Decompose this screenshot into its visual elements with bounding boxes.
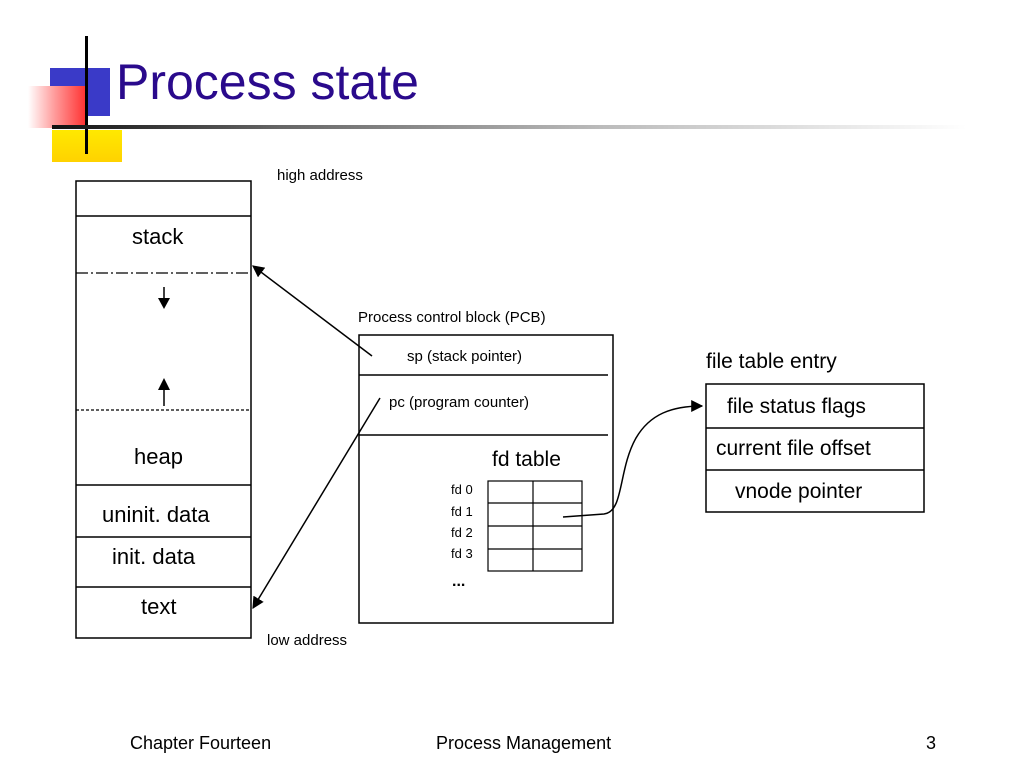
pcb-sp-field: sp (stack pointer) [407,348,523,365]
fd-table-ellipsis: ... [452,573,466,590]
file-table-entry-box [705,383,925,513]
fd-row-label: fd 3 [451,546,473,561]
fd-row-label: fd 2 [451,525,473,540]
init-data-segment-label: init. data [112,544,196,569]
fd-table-grid [487,480,583,572]
file-table-entry-title: file table entry [706,350,837,373]
uninit-data-segment-label: uninit. data [102,502,210,527]
stack-segment-label: stack [132,224,184,249]
heap-segment-label: heap [134,444,183,469]
slide-title: Process state [116,54,419,110]
pcb-pc-field: pc (program counter) [389,394,530,411]
fd-row-label: fd 1 [451,504,473,519]
pcb-box [358,334,614,624]
pcb-title: Process control block (PCB) [358,309,546,326]
file-status-flags-label: file status flags [727,395,866,418]
low-address-label: low address [267,632,348,649]
text-segment-label: text [141,594,177,619]
memory-layout-box [75,180,252,639]
footer-topic: Process Management [436,733,612,753]
sp-to-stack-arrow [252,265,373,357]
heap-grows-up-arrow [158,378,170,406]
fd-table-title: fd table [492,448,561,471]
title-decoration-vertical-line [85,36,88,154]
vnode-pointer-label: vnode pointer [735,480,863,503]
pc-to-text-arrow [252,397,381,610]
current-file-offset-label: current file offset [716,437,871,460]
title-underline [52,125,967,129]
footer-chapter: Chapter Fourteen [130,733,272,753]
high-address-label: high address [277,167,363,184]
fd-row-label: fd 0 [451,482,473,497]
footer-page-number: 3 [926,733,937,753]
stack-grows-down-arrow [158,287,170,309]
fd1-to-file-table-arrow [562,400,704,518]
title-decoration-red [28,86,88,128]
